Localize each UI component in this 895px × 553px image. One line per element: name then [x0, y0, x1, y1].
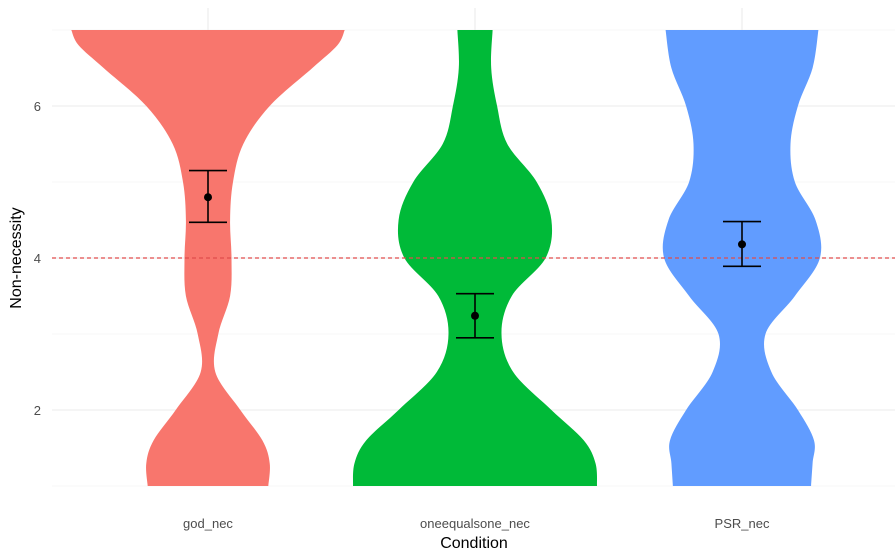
x-tick-label: PSR_nec — [715, 516, 770, 531]
mean-point — [471, 311, 479, 320]
x-axis-title: Condition — [440, 535, 508, 552]
error-bar-oneequalsone_nec — [456, 292, 494, 339]
y-tick-label: 6 — [34, 99, 41, 114]
y-tick-label: 4 — [34, 251, 41, 266]
x-tick-label: oneequalsone_nec — [420, 516, 530, 531]
error-bar-god_nec — [189, 169, 227, 224]
mean-point — [204, 193, 212, 202]
error-bars — [189, 169, 761, 339]
y-axis-title: Non-necessity — [8, 207, 25, 308]
mean-point — [738, 240, 746, 249]
y-tick-label: 2 — [34, 403, 41, 418]
error-bar-PSR_nec — [723, 220, 761, 268]
x-tick-labels: god_nec oneequalsone_nec PSR_nec — [183, 516, 770, 531]
y-tick-labels: 2 4 6 — [34, 99, 41, 418]
x-tick-label: god_nec — [183, 516, 233, 531]
